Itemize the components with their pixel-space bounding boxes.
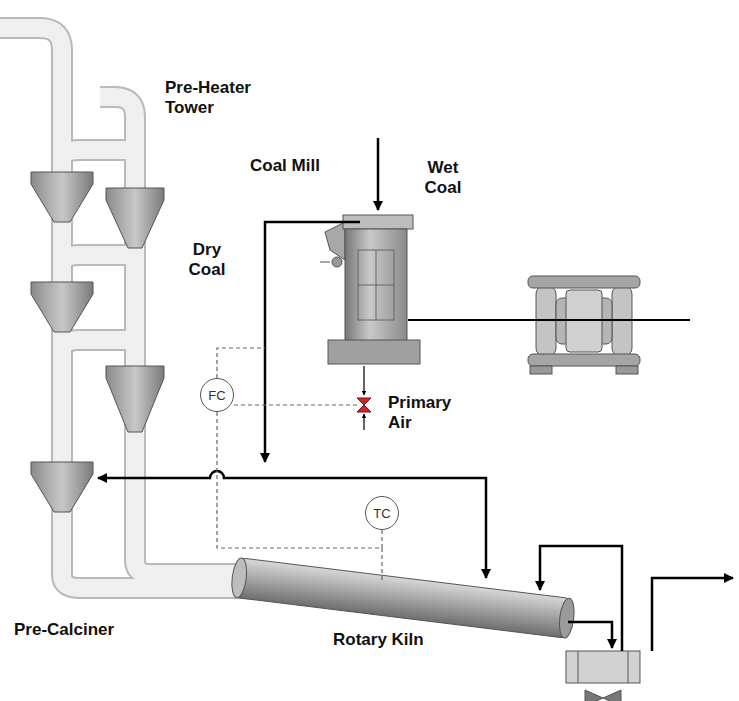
cyclone [31, 172, 164, 512]
clinker-cooler [566, 651, 640, 701]
instrument-tag: FC [208, 388, 225, 403]
instrument-tag: TC [373, 506, 390, 521]
control-valve [357, 366, 371, 430]
calciner-label: Pre-Calciner [14, 620, 144, 640]
signal-connector [217, 412, 382, 548]
rotary-kiln [230, 557, 576, 639]
feed-label: Wet Coal [412, 158, 474, 198]
signal-line [217, 348, 382, 580]
tower-label: Pre-Heater Tower [165, 78, 275, 118]
coal-mill [320, 215, 420, 364]
material-flow-line [98, 138, 733, 651]
flow-controller: FC [200, 378, 234, 412]
pump [528, 276, 640, 374]
line-label: Dry Coal [176, 240, 238, 280]
kiln-label: Rotary Kiln [333, 630, 453, 650]
mill-label: Coal Mill [250, 156, 340, 176]
air-label: Primary Air [388, 393, 460, 433]
temperature-controller: TC [365, 496, 399, 530]
